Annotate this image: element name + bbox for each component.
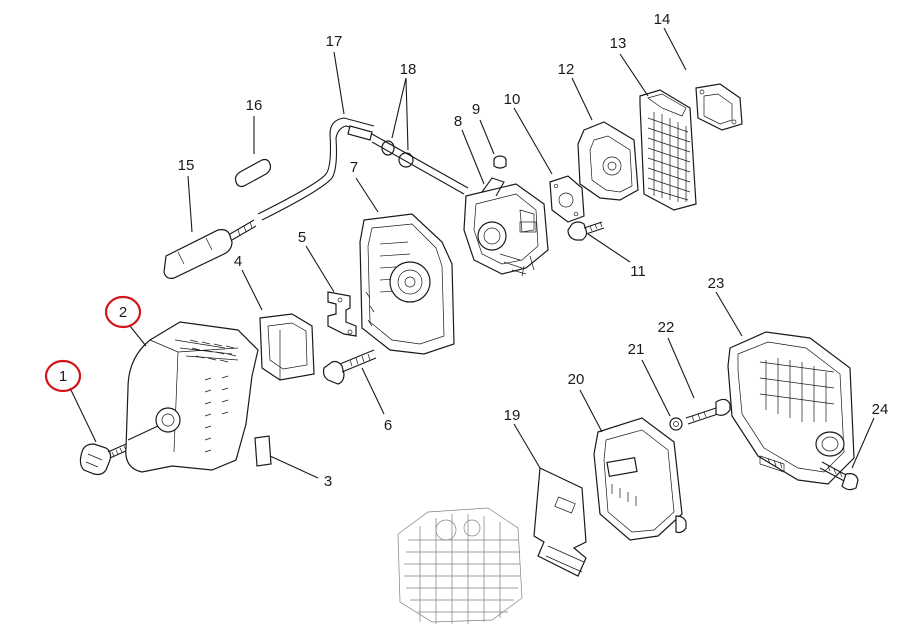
leader-5	[305, 245, 335, 293]
part-16-tube	[234, 158, 272, 188]
part-23-muffler-guard	[727, 331, 855, 485]
part-20-muffler	[593, 417, 687, 541]
leader-15	[187, 175, 193, 233]
part-label-16: 16	[246, 97, 263, 114]
leader-lines	[69, 27, 875, 479]
part-1-knob-screw	[79, 443, 129, 476]
engine-block-outline	[397, 507, 523, 624]
part-7-airbox	[359, 213, 455, 355]
leader-2	[129, 325, 147, 347]
leader-21	[641, 359, 671, 417]
part-9-cap	[493, 155, 507, 169]
leader-10	[513, 107, 553, 175]
part-label-20: 20	[568, 371, 585, 388]
part-3-label	[254, 435, 272, 467]
part-18-clamps	[371, 133, 469, 195]
part-label-10: 10	[504, 91, 521, 108]
leader-17	[333, 51, 345, 115]
part-label-6: 6	[384, 417, 392, 434]
part-label-17: 17	[326, 33, 343, 50]
leader-14	[663, 27, 687, 71]
leader-19	[513, 423, 541, 469]
part-label-4: 4	[234, 253, 242, 270]
part-label-24: 24	[872, 401, 889, 418]
part-label-8: 8	[454, 113, 462, 130]
part-4-filter	[259, 313, 315, 381]
part-label-13: 13	[610, 35, 627, 52]
part-label-21: 21	[628, 341, 645, 358]
part-22-bolt	[685, 398, 731, 425]
part-21-washer	[669, 417, 683, 431]
part-label-1: 1	[59, 368, 67, 385]
part-14-plate	[695, 83, 743, 131]
highlight-ring-1	[44, 359, 82, 393]
leader-8	[461, 129, 485, 185]
leader-13	[619, 53, 649, 97]
highlight-ring-2	[104, 295, 142, 329]
leader-22	[667, 337, 695, 399]
part-15-fuel-filter	[163, 219, 257, 279]
part-label-14: 14	[654, 11, 671, 28]
part-24-bolt	[819, 461, 859, 491]
leader-1	[69, 387, 97, 443]
part-10-gasket	[549, 175, 585, 223]
part-label-3: 3	[324, 473, 332, 490]
leader-4	[241, 269, 263, 311]
part-19-muffler-plate	[533, 467, 587, 577]
leader-11	[587, 233, 631, 263]
part-11-screw	[567, 221, 605, 241]
leader-18b	[405, 77, 409, 151]
leader-7	[355, 177, 379, 213]
leader-23	[715, 291, 743, 337]
part-6-bolt	[322, 349, 377, 385]
part-label-22: 22	[658, 319, 675, 336]
part-label-2: 2	[119, 304, 127, 321]
part-label-19: 19	[504, 407, 521, 424]
leader-12	[571, 77, 593, 121]
leader-24	[851, 417, 875, 469]
leader-18a	[391, 77, 407, 139]
part-12-pump-cover	[577, 121, 639, 201]
part-label-7: 7	[350, 159, 358, 176]
part-label-15: 15	[178, 157, 195, 174]
part-5-bracket	[327, 291, 357, 337]
part-8-carburetor	[463, 177, 549, 277]
part-label-23: 23	[708, 275, 725, 292]
part-13-membrane	[639, 89, 697, 211]
part-label-11: 11	[630, 263, 646, 280]
leader-3	[269, 455, 319, 479]
part-17-fuel-line	[257, 117, 375, 221]
leader-9	[479, 119, 495, 155]
part-label-12: 12	[558, 61, 575, 78]
highlight-rings	[44, 295, 142, 393]
part-2-air-cover	[125, 321, 259, 473]
leader-6	[361, 367, 385, 415]
part-label-9: 9	[472, 101, 480, 118]
leader-20	[579, 389, 603, 433]
part-label-18: 18	[400, 61, 417, 78]
part-label-5: 5	[298, 229, 306, 246]
part-labels: 1 2 3 4 5 6 7 8 9 10 11 12 13 14 15 16 1…	[59, 11, 889, 490]
